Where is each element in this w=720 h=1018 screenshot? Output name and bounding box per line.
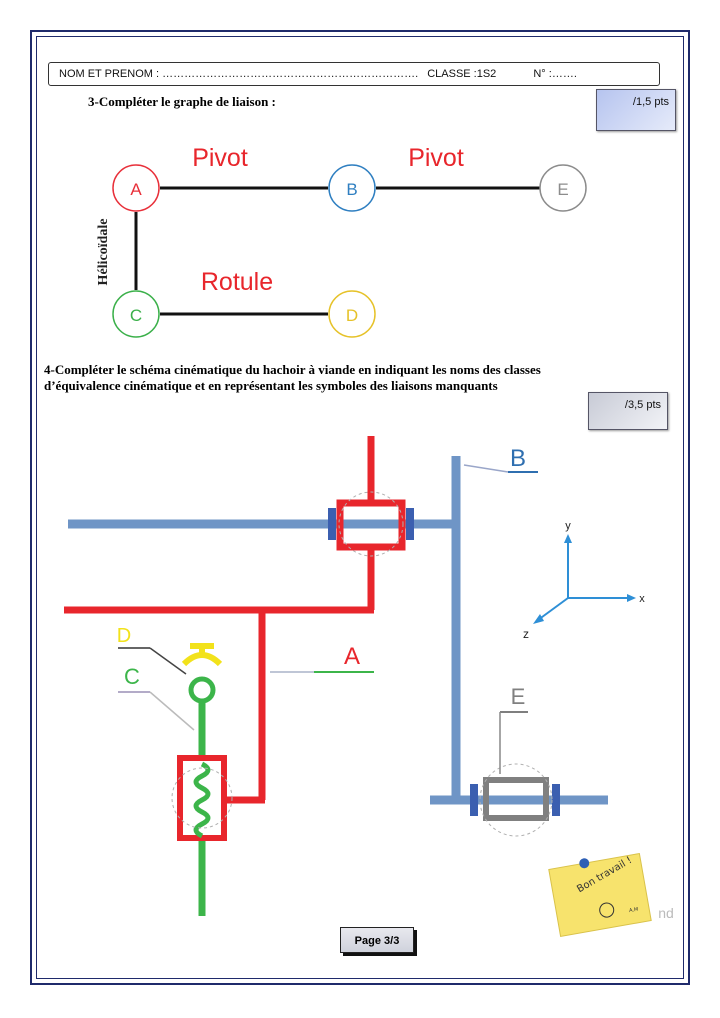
node-d-label: D (346, 306, 358, 325)
bearing-e-plate-left (470, 784, 478, 816)
axis-x-label: x (639, 593, 645, 605)
helical-highlight-circle (171, 767, 233, 829)
bearing-plate-right (406, 508, 414, 540)
question-4-title-line2: d’équivalence cinématique et en représen… (44, 378, 498, 393)
helix-thread-green (193, 761, 211, 839)
sticky-note-initials: A.M (629, 907, 639, 915)
pushpin-icon (579, 858, 590, 869)
class-label: CLASSE :1S2 (427, 68, 497, 80)
pivot-e-highlight-circle (479, 763, 553, 837)
link-c-d-label: Rotule (201, 268, 273, 296)
axis-x-arrow (627, 594, 636, 602)
label-c: C (124, 664, 140, 689)
name-field-label: NOM ET PRENOM : ……………………………………………………………. (59, 68, 419, 80)
sticky-note: Bon travail ! A.M (548, 852, 652, 938)
node-e-label: E (557, 180, 568, 199)
number-field-label: N° :……. (533, 68, 577, 80)
question-4-title: 4-Compléter le schéma cinématique du hac… (44, 362, 541, 394)
label-a: A (344, 643, 360, 670)
page-border-inner (36, 36, 684, 979)
watermark-text: nd (658, 905, 674, 921)
bearing-e-plate-right (552, 784, 560, 816)
question-4-points: /3,5 pts (588, 392, 668, 430)
bearing-plate-left (328, 508, 336, 540)
page-border-outer (30, 30, 690, 985)
node-d-circle (328, 290, 376, 338)
student-info-banner: NOM ET PRENOM : …………………………………………………………….… (48, 62, 660, 86)
node-a-label: A (130, 180, 142, 199)
node-a-circle (112, 164, 160, 212)
axis-y-arrow (564, 534, 572, 543)
node-b-label: B (346, 180, 357, 199)
smiley-icon (599, 902, 615, 918)
label-d: D (117, 625, 131, 647)
ball-joint-green (188, 676, 216, 704)
question-4-title-line1: 4-Compléter le schéma cinématique du hac… (44, 362, 541, 377)
label-c-leader (149, 691, 195, 731)
axis-z-label: z (523, 627, 529, 641)
sticky-note-paper (548, 852, 652, 938)
question-3-points: /1,5 pts (596, 89, 676, 131)
pivot-e-housing-grey (483, 777, 549, 821)
node-c-label: C (130, 306, 142, 325)
pivot-highlight-circle (338, 491, 404, 557)
question-3-title: 3-Compléter le graphe de liaison : (88, 94, 276, 109)
axis-z-arrow (533, 614, 544, 624)
pivot-housing-red (336, 499, 406, 551)
label-b: B (510, 445, 526, 472)
axis-z-line (537, 597, 569, 621)
label-b-leader (463, 464, 509, 473)
label-e: E (511, 684, 526, 709)
link-a-c-label: Hélicoïdale (96, 219, 111, 286)
node-e-circle (539, 164, 587, 212)
node-c-circle (112, 290, 160, 338)
axis-y-label: y (565, 520, 571, 532)
node-b-circle (328, 164, 376, 212)
page-number-badge: Page 3/3 (340, 927, 414, 953)
link-b-e-label: Pivot (408, 144, 464, 172)
label-d-leader (149, 647, 187, 675)
link-a-b-label: Pivot (192, 144, 248, 172)
